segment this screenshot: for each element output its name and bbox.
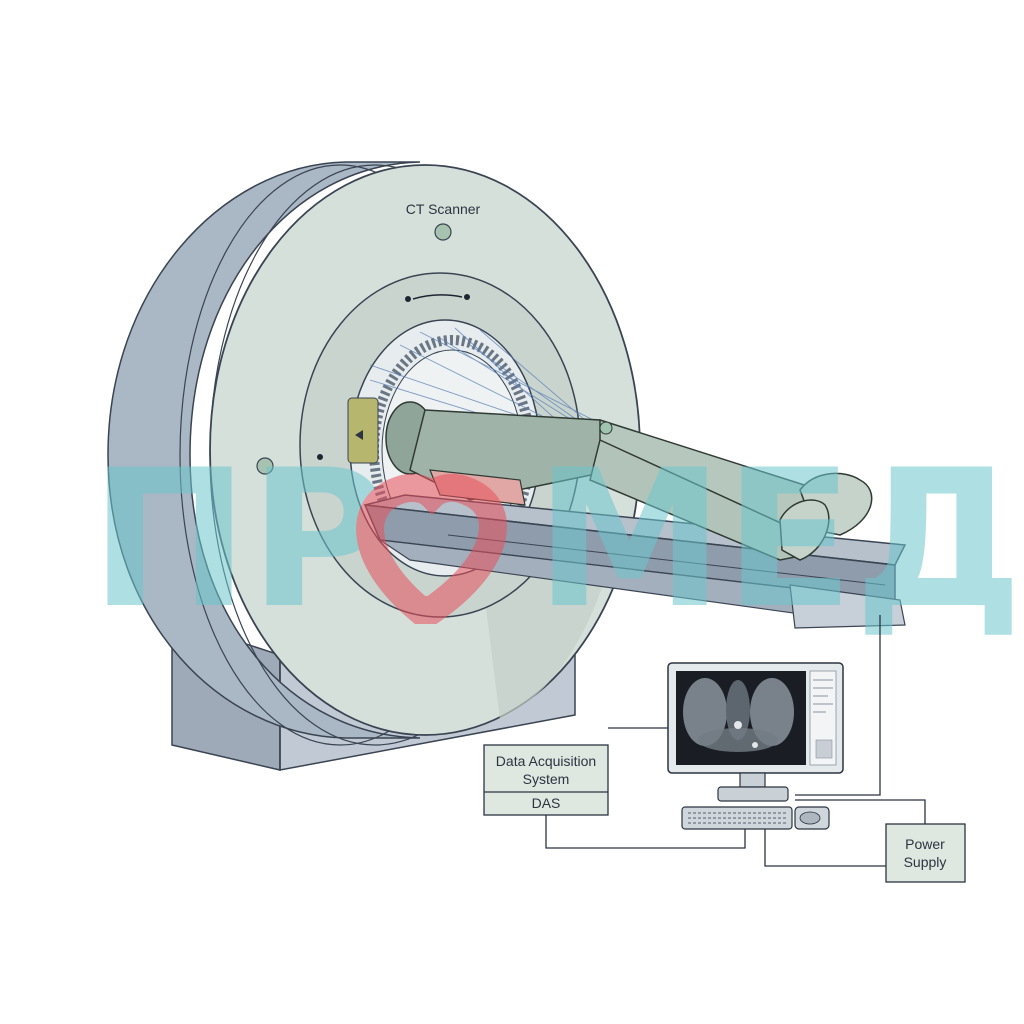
das-label-line2: System [523, 771, 570, 787]
scanner-label: CT Scanner [406, 201, 481, 217]
watermark-left: ПР [90, 429, 388, 650]
watermark-heart-icon [356, 473, 507, 624]
watermark: ПР МЕД [90, 429, 1023, 650]
keyboard [681, 806, 793, 830]
das-label-line1: Data Acquisition [496, 753, 596, 769]
connection-wires [545, 615, 926, 867]
mouse [794, 806, 830, 830]
power-supply-box: Power Supply [885, 823, 966, 883]
das-abbreviation: DAS [532, 795, 561, 811]
laser-alignment-marker [317, 294, 470, 460]
watermark-right: МЕД [535, 429, 1023, 650]
power-label-line2: Supply [904, 854, 947, 870]
status-light-left [256, 457, 274, 475]
monitor [667, 662, 844, 802]
power-label-line1: Power [905, 836, 945, 852]
das-box: Data Acquisition System DAS [483, 744, 609, 816]
status-light-top [434, 223, 452, 241]
